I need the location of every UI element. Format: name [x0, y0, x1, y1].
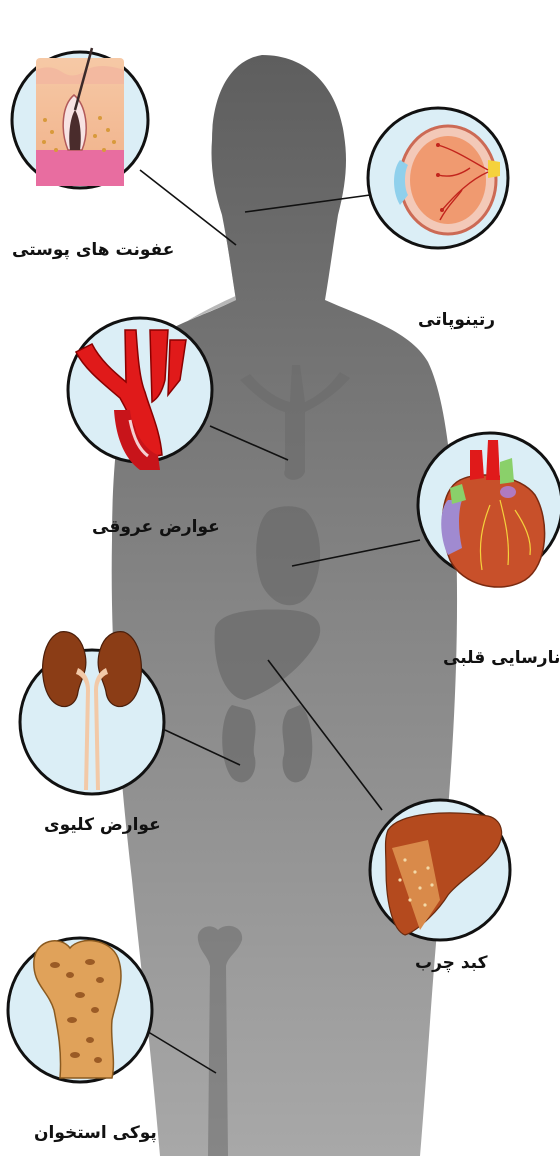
label-fatty-liver: کبد چرب — [415, 953, 487, 973]
bone-circle — [8, 938, 152, 1082]
skin-icon — [36, 48, 124, 186]
label-vascular-complications: عوارض عروقی — [92, 517, 220, 537]
liver-circle — [370, 800, 510, 940]
heart-silhouette — [256, 506, 320, 605]
skin-circle — [12, 48, 148, 188]
label-osteoporosis: پوکی استخوان — [34, 1123, 157, 1143]
retina-circle — [368, 108, 508, 248]
label-retinopathy: رتینوپاتی — [418, 310, 495, 330]
label-heart-failure: نارسایی قلبی — [443, 648, 560, 668]
label-skin-infections: عفونت های پوستی — [12, 240, 174, 260]
label-kidney-complications: عوارض کلیوی — [44, 815, 161, 835]
